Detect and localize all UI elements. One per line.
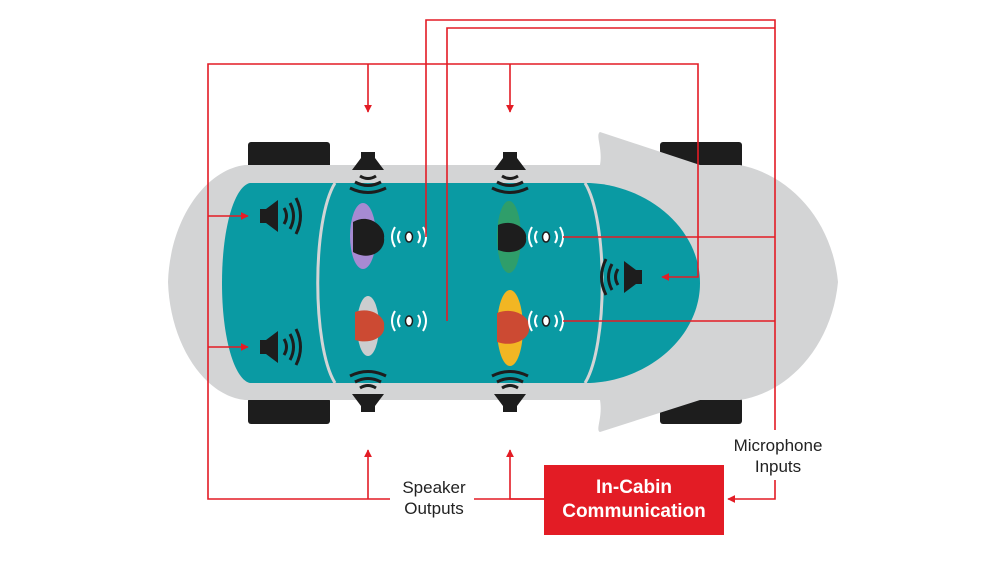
tire-icon	[248, 142, 330, 168]
microphone-inputs-line-1: Microphone	[733, 436, 823, 455]
occupant-icon	[355, 296, 385, 356]
box-line-1: In-Cabin	[596, 477, 672, 498]
occupant-icon	[497, 201, 527, 273]
speaker-outputs-line-2: Outputs	[404, 499, 464, 518]
box-line-2: Communication	[562, 501, 706, 522]
speaker-outputs-label: Speaker Outputs	[392, 477, 476, 519]
signal-lines	[207, 19, 776, 503]
occupant-icon	[497, 290, 530, 366]
microphone-inputs-label: Microphone Inputs	[722, 435, 834, 477]
tire-icon	[248, 398, 330, 424]
speaker-outputs-line-1: Speaker	[402, 478, 466, 497]
occupant-icon	[350, 203, 385, 269]
in-cabin-communication-box: In-Cabin Communication	[544, 465, 724, 535]
cabin	[222, 183, 700, 383]
microphone-inputs-line-2: Inputs	[754, 457, 802, 476]
